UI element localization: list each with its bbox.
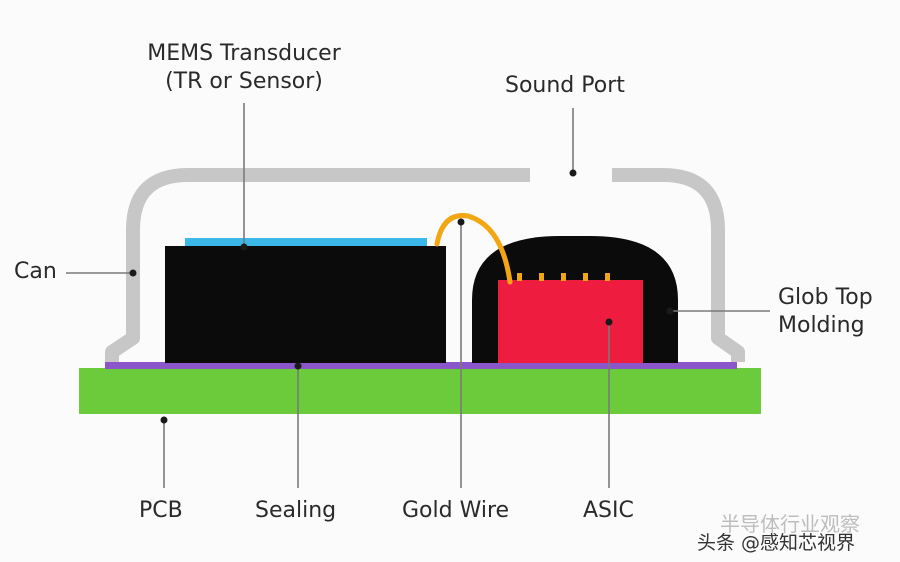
can-left	[105, 168, 530, 362]
mems-membrane	[185, 238, 427, 246]
asic-label: ASIC	[583, 498, 634, 523]
leader-dots	[129, 169, 674, 424]
glob-top-line1: Glob Top	[778, 285, 873, 310]
pcb-board	[79, 368, 761, 414]
can-right	[612, 168, 745, 362]
mems-transducer-label: MEMS Transducer (TR or Sensor)	[134, 40, 354, 96]
asic-pads	[517, 273, 610, 281]
gold-wire	[434, 213, 513, 285]
mems-label-line1: MEMS Transducer	[147, 41, 341, 66]
mems-label-line2: (TR or Sensor)	[165, 69, 323, 94]
glob-top-label: Glob Top Molding	[778, 284, 873, 340]
asic-chip	[498, 280, 643, 363]
leader-lines	[66, 103, 770, 488]
gold-wire-label: Gold Wire	[402, 498, 510, 523]
pcb-label: PCB	[139, 498, 183, 523]
mems-die	[165, 246, 446, 363]
sealing-label: Sealing	[255, 498, 337, 523]
watermark-faded: 半导体行业观察	[720, 512, 860, 536]
sound-port-label: Sound Port	[505, 73, 625, 98]
watermark-main: 头条 @感知芯视界	[697, 532, 856, 554]
glob-top-line2: Molding	[778, 313, 865, 338]
sealing-strip	[105, 362, 737, 369]
can-label: Can	[14, 259, 57, 284]
